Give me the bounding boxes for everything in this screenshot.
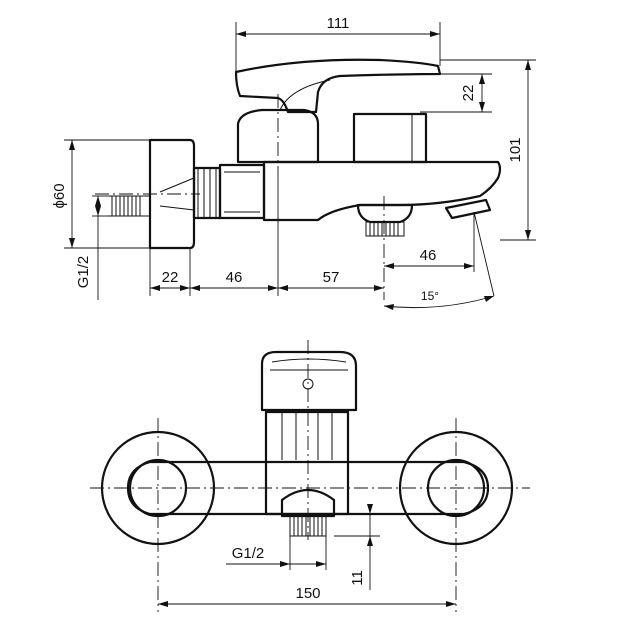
handle-contour bbox=[279, 79, 331, 111]
mixer-body bbox=[262, 160, 502, 222]
cartridge-housing bbox=[236, 108, 320, 164]
inlet-thread bbox=[111, 196, 141, 216]
front-handle bbox=[260, 350, 358, 412]
dim-arrows bbox=[479, 74, 485, 112]
handle-lever bbox=[234, 58, 442, 114]
wall-flange bbox=[148, 138, 196, 250]
angle-leg bbox=[473, 211, 495, 297]
dim-arrows bbox=[384, 263, 474, 269]
dim-arrows bbox=[95, 196, 101, 216]
dim-label-46-spout: 46 bbox=[420, 247, 437, 264]
side-view: 111 22 101 ϕ60 G1/2 22 46 57 bbox=[51, 15, 536, 310]
front-cartridge bbox=[264, 410, 350, 516]
diverter-knob bbox=[352, 112, 428, 164]
dim-label-46-left: 46 bbox=[226, 269, 243, 286]
front-thread bbox=[293, 516, 323, 536]
angle-arc bbox=[383, 295, 495, 309]
dim-arrows bbox=[280, 561, 326, 567]
front-view: G1/2 11 150 bbox=[90, 340, 530, 612]
dim-label-angle: 15° bbox=[421, 289, 439, 303]
body-connector bbox=[218, 163, 266, 220]
dim-label-g12-side: G1/2 bbox=[75, 256, 92, 289]
dim-label-111: 111 bbox=[327, 15, 350, 32]
dim-label-22-height: 22 bbox=[460, 85, 477, 102]
dim-label-diameter-60: ϕ60 bbox=[51, 183, 68, 208]
shower-outlet bbox=[356, 203, 414, 224]
body-lines bbox=[224, 171, 260, 213]
cartridge-ribs bbox=[281, 412, 333, 460]
dim-label-101: 101 bbox=[507, 137, 524, 162]
dim-arrows bbox=[150, 285, 384, 291]
shower-thread-box bbox=[365, 221, 405, 237]
dim-label-22: 22 bbox=[162, 269, 179, 286]
dim-label-57: 57 bbox=[323, 269, 340, 286]
front-body bbox=[126, 460, 490, 516]
inlet-pipe bbox=[108, 195, 150, 217]
dim-label-g12-front: G1/2 bbox=[232, 545, 265, 562]
inner-hidden bbox=[159, 177, 195, 211]
shower-thread bbox=[369, 222, 399, 236]
spout-outlet bbox=[444, 198, 492, 220]
dim-arrows bbox=[367, 504, 373, 546]
dim-label-150: 150 bbox=[295, 585, 320, 602]
nut-facets bbox=[197, 168, 217, 218]
handle-top-lines bbox=[270, 358, 348, 371]
dim-label-11: 11 bbox=[349, 570, 366, 586]
front-outlet bbox=[280, 488, 336, 518]
